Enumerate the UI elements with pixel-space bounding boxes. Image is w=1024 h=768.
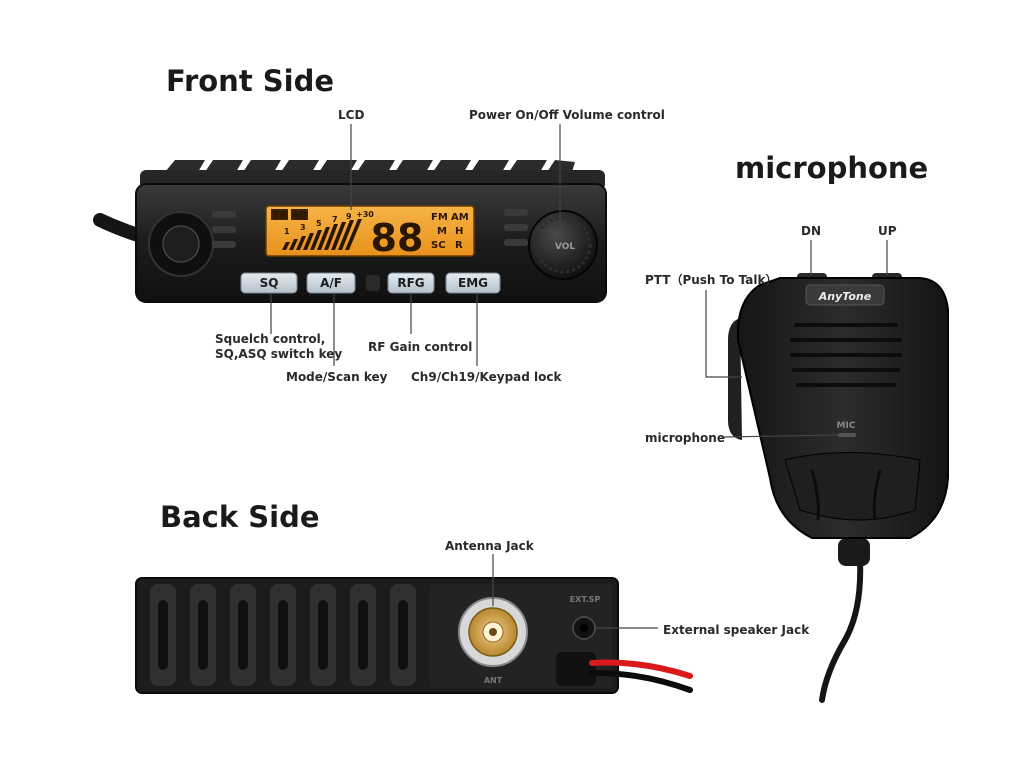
squelch-callout-line1: Squelch control, — [215, 332, 326, 346]
power-volume-callout: Power On/Off Volume control — [469, 108, 665, 122]
rfg-button-label: RFG — [397, 276, 424, 290]
microphone-callout: microphone — [645, 431, 725, 445]
microphone-handset: AnyTone MIC — [728, 273, 949, 703]
up-callout: UP — [878, 224, 897, 238]
mic-leader-lines — [705, 240, 888, 438]
ptt-callout: PTT（Push To Talk） — [645, 273, 778, 287]
lcd-scale-7: 7 — [332, 215, 338, 224]
sq-button[interactable]: SQ — [240, 272, 298, 294]
af-button[interactable]: A/F — [306, 272, 356, 294]
lcd-scale-9: 9 — [346, 212, 352, 221]
lcd-scale-3: 3 — [300, 223, 306, 232]
rfg-button[interactable]: RFG — [387, 272, 435, 294]
lcd-scale-1: 1 — [284, 227, 290, 236]
ch-keypad-callout: Ch9/Ch19/Keypad lock — [411, 370, 562, 384]
lcd-callout: LCD — [338, 108, 365, 122]
lcd-r-indicator: R — [455, 240, 463, 251]
back-side-heading: Back Side — [160, 500, 320, 534]
back-leader-lines — [492, 554, 658, 629]
lcd-scale-5: 5 — [316, 219, 322, 228]
lcd-aq-indicator: AQ — [292, 211, 307, 221]
external-speaker-callout: External speaker Jack — [663, 623, 810, 637]
lcd-tx-indicator: TX — [273, 211, 286, 221]
antenna-jack-callout: Antenna Jack — [445, 539, 534, 553]
front-radio: TX AQ +30 1 3 5 7 9 88 FM — [93, 160, 607, 303]
emg-button[interactable]: EMG — [445, 272, 501, 294]
rf-gain-callout: RF Gain control — [368, 340, 473, 354]
knob-vol-label: VOL — [555, 242, 575, 252]
ext-sp-panel-mark: EXT.SP — [570, 595, 601, 604]
lcd-display: TX AQ +30 1 3 5 7 9 88 FM — [265, 205, 475, 260]
lcd-am-indicator: AM — [451, 212, 469, 223]
external-speaker-jack — [572, 616, 596, 640]
volume-knob[interactable]: VOL — [528, 210, 598, 280]
front-side-heading: Front Side — [166, 64, 335, 98]
lcd-m-indicator: M — [437, 226, 447, 237]
anytone-logo: AnyTone — [818, 290, 872, 303]
back-radio: ANT EXT.SP — [135, 577, 693, 694]
lcd-h-indicator: H — [455, 226, 463, 237]
dn-callout: DN — [801, 224, 822, 238]
lcd-plus30-label: +30 — [356, 210, 374, 219]
lcd-fm-indicator: FM — [431, 212, 448, 223]
emg-button-label: EMG — [458, 276, 488, 290]
ant-panel-mark: ANT — [484, 676, 503, 685]
front-leader-lines — [270, 124, 561, 366]
antenna-jack — [458, 597, 528, 667]
mode-scan-callout: Mode/Scan key — [286, 370, 388, 384]
lcd-sc-indicator: SC — [431, 240, 446, 251]
squelch-callout-line2: SQ,ASQ switch key — [215, 347, 343, 361]
speaker-grille — [790, 323, 902, 387]
signal-meter-bars — [282, 219, 362, 250]
sq-button-label: SQ — [260, 276, 279, 290]
microphone-heading: microphone — [735, 151, 929, 185]
af-button-label: A/F — [320, 276, 342, 290]
ptt-button[interactable] — [728, 318, 742, 440]
mic-hole-mark: MIC — [837, 421, 856, 431]
lcd-channel-digits: 88 — [371, 216, 424, 260]
